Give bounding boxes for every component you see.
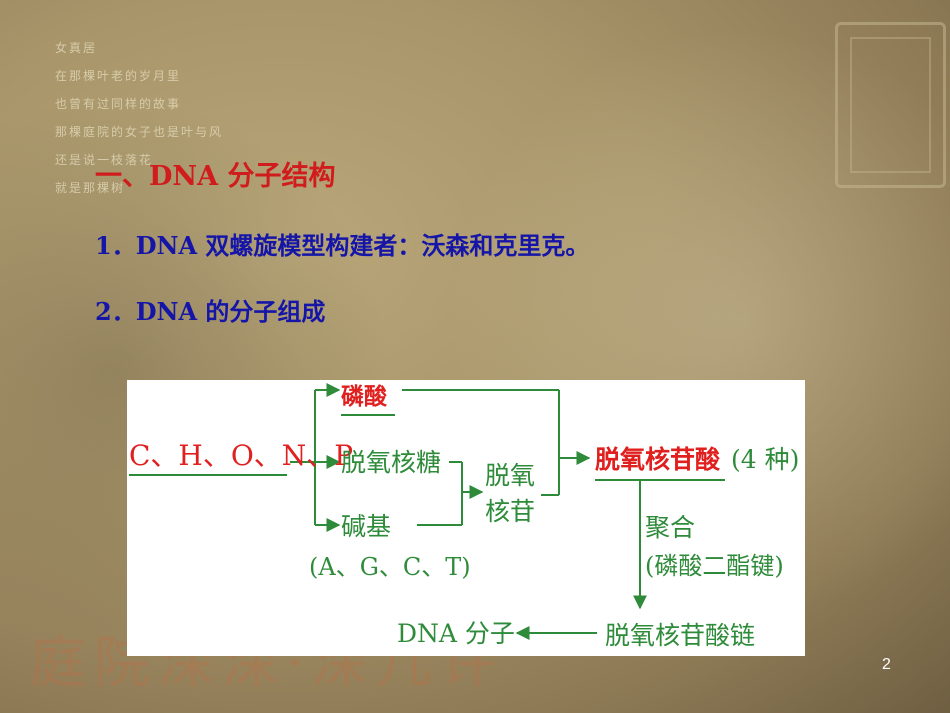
point-1: 1．DNA 双螺旋模型构建者：沃森和克里克。: [95, 231, 590, 260]
poem-line: 就是那棵树: [55, 181, 126, 195]
base-label: 碱基: [341, 512, 391, 541]
phosphodiester-bond-label: (磷酸二酯键): [645, 552, 784, 580]
deoxyribose-label: 脱氧核糖: [341, 448, 441, 477]
point-2: 2．DNA 的分子组成: [95, 297, 326, 326]
nucleotide-kinds-label: (4 种): [731, 445, 799, 474]
base-types-label: (A、G、C、T): [309, 553, 471, 581]
polymerize-label: 聚合: [645, 513, 695, 542]
slide-title: 一、DNA 分子结构: [95, 161, 336, 192]
seal-stamp: [835, 22, 946, 188]
background-poem: 女真居 在那棵叶老的岁月里 也曾有过同样的故事 那棵庭院的女子也是叶与风 还是说…: [55, 38, 223, 206]
chain-label: 脱氧核苷酸链: [605, 621, 755, 650]
dna-molecule-label: DNA 分子: [397, 619, 515, 648]
dna-composition-diagram: C、H、O、N、P 磷酸 脱氧核糖 碱基 (A、G、C、T) 脱氧 核苷 脱氧核…: [127, 380, 805, 656]
poem-line: 还是说一枝落花: [55, 153, 154, 167]
poem-line: 也曾有过同样的故事: [55, 97, 182, 111]
phosphate-label: 磷酸: [341, 383, 388, 410]
elements-label: C、H、O、N、P: [129, 439, 353, 472]
poem-line: 女真居: [55, 41, 98, 55]
poem-line: 在那棵叶老的岁月里: [55, 69, 182, 83]
nucleotide-label: 脱氧核苷酸: [595, 445, 721, 474]
poem-line: 那棵庭院的女子也是叶与风: [55, 125, 224, 139]
nucleoside-label-line2: 核苷: [485, 497, 535, 526]
nucleoside-label-line1: 脱氧: [485, 461, 535, 490]
page-number: 2: [882, 656, 891, 673]
